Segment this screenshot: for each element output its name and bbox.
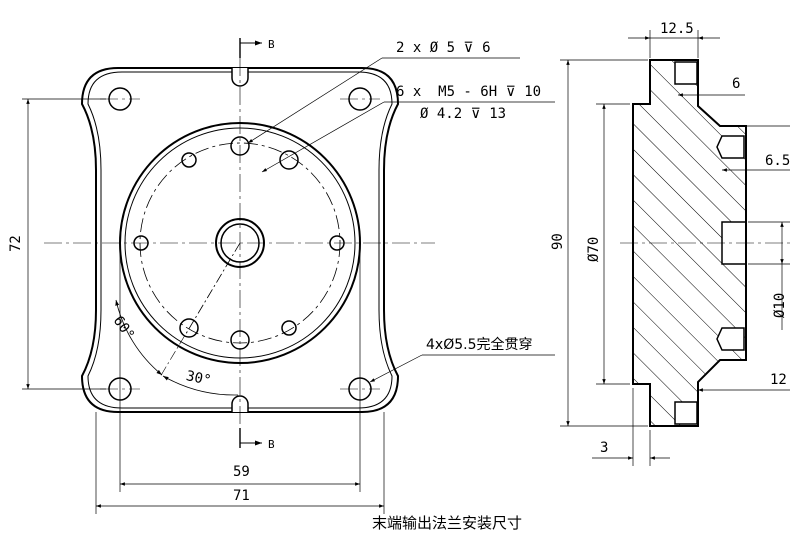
dim-12-5-label: 12.5 xyxy=(660,21,694,37)
dim-d70-label: Ø70 xyxy=(586,237,602,262)
dim-6-5-label: 6.5 xyxy=(765,153,790,169)
dim-71-label: 71 xyxy=(233,488,250,504)
top-slot xyxy=(231,68,249,87)
dim-12-label: 12 xyxy=(770,372,787,388)
callout-through-holes: 4xØ5.5完全贯穿 xyxy=(426,336,532,353)
section-label-top: B xyxy=(268,38,275,51)
dim-90-label: 90 xyxy=(550,233,566,250)
front-dimensions xyxy=(22,57,555,514)
callout-holes-2x: 2 x Ø 5 ⊽ 6 xyxy=(396,40,491,56)
section-dimensions xyxy=(560,30,790,466)
angle-60-arc xyxy=(115,299,163,376)
section-label-bottom: B xyxy=(268,438,275,451)
dim-6-label: 6 xyxy=(732,76,740,92)
angle-30-arc xyxy=(162,375,239,396)
flange-outline xyxy=(80,67,400,413)
angle-30-label: 30° xyxy=(185,368,213,389)
callout-tap-drill: Ø 4.2 ⊽ 13 xyxy=(420,106,506,122)
dim-3-label: 3 xyxy=(600,440,608,456)
section-outline xyxy=(632,59,747,427)
section-view xyxy=(620,59,790,427)
dim-d10-label: Ø10 xyxy=(772,293,788,318)
callout-tapped-thread: 6 x M5 - 6H ⊽ 10 xyxy=(396,84,541,100)
dim-59-label: 59 xyxy=(233,464,250,480)
front-view xyxy=(44,38,435,448)
bottom-slot xyxy=(231,395,249,412)
section-marker-top xyxy=(239,38,262,58)
section-marker-bottom xyxy=(239,428,262,448)
drawing-caption: 末端输出法兰安装尺寸 xyxy=(372,514,522,532)
dim-72-label: 72 xyxy=(8,235,24,252)
angle-60-label: 60° xyxy=(110,313,138,343)
